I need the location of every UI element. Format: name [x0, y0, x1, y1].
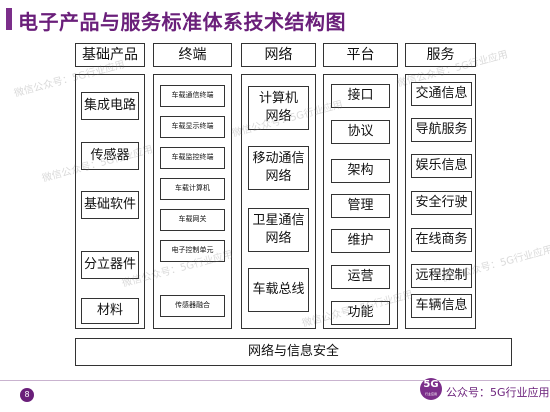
5g-logo-icon: 5G 行业应用: [420, 378, 442, 400]
item-computer-network: 计算机网络: [248, 86, 309, 130]
page-number: 8: [20, 388, 34, 402]
item-vehicle-monitor-terminal: 车载监控终端: [160, 147, 225, 169]
footer-divider: [0, 380, 550, 381]
item-vehicle-comm-terminal: 车载通信终端: [160, 85, 225, 107]
column-header-basic-products: 基础产品: [75, 43, 145, 67]
item-integrated-circuit: 集成电路: [81, 92, 139, 120]
item-online-commerce: 在线商务: [411, 228, 472, 252]
item-vehicle-computer: 车载计算机: [160, 178, 225, 200]
item-remote-control: 远程控制: [411, 264, 472, 288]
page-title: 电子产品与服务标准体系技术结构图: [18, 10, 346, 34]
item-base-software: 基础软件: [81, 191, 139, 219]
title-bar: 电子产品与服务标准体系技术结构图: [0, 0, 550, 38]
item-traffic-info: 交通信息: [411, 82, 472, 106]
title-accent-bar: [6, 8, 12, 30]
item-protocol: 协议: [331, 120, 390, 144]
item-sensor-fusion: 传感器融合: [160, 295, 225, 317]
item-safe-driving: 安全行驶: [411, 191, 472, 215]
item-navigation-service: 导航服务: [411, 118, 472, 142]
item-architecture: 架构: [331, 159, 390, 183]
base-layer-network-security: 网络与信息安全: [75, 338, 512, 366]
column-frame-service: 交通信息 导航服务 娱乐信息 安全行驶 在线商务 远程控制 车辆信息: [405, 74, 476, 329]
item-discrete-device: 分立器件: [81, 251, 139, 279]
item-maintenance: 维护: [331, 229, 390, 253]
column-frame-network: 计算机网络 移动通信网络 卫星通信网络 车载总线: [241, 74, 316, 329]
column-frame-terminal: 车载通信终端 车载显示终端 车载监控终端 车载计算机 车载网关 电子控制单元 传…: [153, 74, 232, 329]
column-header-terminal: 终端: [153, 43, 232, 67]
column-header-network: 网络: [241, 43, 316, 67]
item-material: 材料: [81, 298, 139, 324]
item-vehicle-display-terminal: 车载显示终端: [160, 116, 225, 138]
item-management: 管理: [331, 194, 390, 218]
footer-account-label: 公众号：5G行业应用: [446, 386, 550, 399]
item-vehicle-bus: 车载总线: [248, 268, 309, 312]
item-mobile-comm-network: 移动通信网络: [248, 146, 309, 190]
item-electronic-control-unit: 电子控制单元: [160, 240, 225, 262]
item-sensor: 传感器: [81, 142, 139, 170]
column-frame-platform: 接口 协议 架构 管理 维护 运营 功能: [323, 74, 398, 329]
item-interface: 接口: [331, 84, 390, 108]
item-vehicle-gateway: 车载网关: [160, 209, 225, 231]
column-header-service: 服务: [405, 43, 476, 67]
item-function: 功能: [331, 301, 390, 325]
item-vehicle-info: 车辆信息: [411, 294, 472, 318]
item-operation: 运营: [331, 265, 390, 289]
item-satellite-comm-network: 卫星通信网络: [248, 208, 309, 252]
item-entertainment-info: 娱乐信息: [411, 154, 472, 178]
column-header-platform: 平台: [323, 43, 398, 67]
column-frame-basic-products: 集成电路 传感器 基础软件 分立器件 材料: [75, 74, 145, 329]
